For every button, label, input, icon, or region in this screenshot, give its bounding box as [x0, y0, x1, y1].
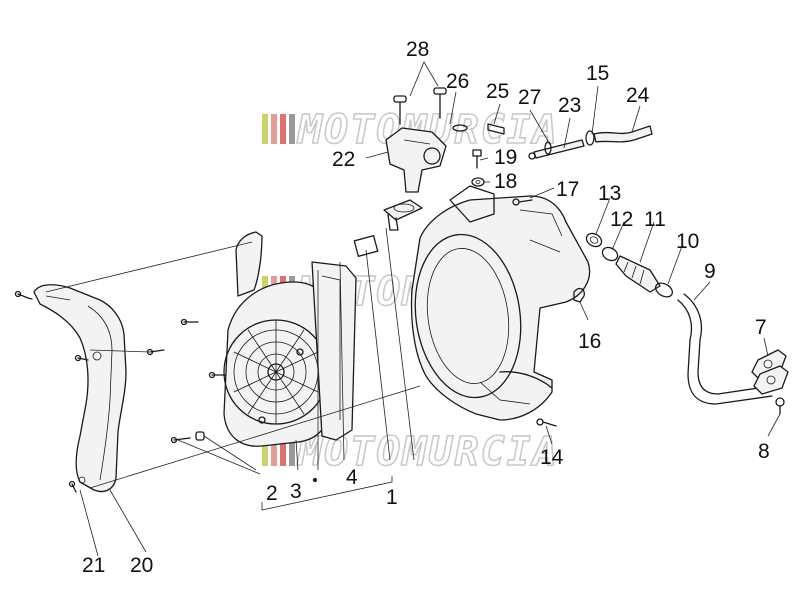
- callout-28: 28: [406, 38, 429, 61]
- callout-2: 2: [266, 482, 278, 505]
- callout-9: 9: [704, 260, 716, 283]
- callout-14: 14: [540, 446, 564, 469]
- callout-20: 20: [130, 554, 153, 577]
- part-8-screw: [775, 397, 785, 415]
- watermark-stripe: [280, 114, 286, 144]
- part-24-hose: [593, 125, 653, 143]
- part-10-clamp: [654, 282, 674, 298]
- callout-13: 13: [598, 182, 621, 205]
- callout-17: 17: [556, 178, 579, 201]
- part-12-clamp: [601, 246, 619, 262]
- part-11-hose: [615, 255, 661, 293]
- callout-25: 25: [486, 80, 509, 103]
- callout-7: 7: [755, 316, 767, 339]
- callout-10: 10: [676, 230, 699, 253]
- part-9-pipe: [677, 293, 773, 405]
- part-17-bolt: [512, 198, 533, 206]
- part-14-screw: [536, 418, 557, 427]
- part-20-side-cover: [33, 284, 127, 493]
- watermark-stripe: [280, 436, 286, 466]
- callout-27: 27: [518, 86, 541, 109]
- part-3-fan-cover: [223, 231, 333, 447]
- callout-26: 26: [446, 70, 469, 93]
- watermark-stripe: [271, 436, 277, 466]
- watermark-stripe: [262, 114, 268, 144]
- leader-lines: [45, 61, 781, 557]
- watermark-stripe: [289, 436, 295, 466]
- part-15-clamp: [585, 130, 595, 146]
- part-28-bolts: [393, 87, 447, 125]
- callout-labels: 1 2 3 4 7 8 9 10 11 12 13 14 15 16 17 18…: [82, 38, 770, 577]
- callout-21: 21: [82, 554, 105, 577]
- callout-4: 4: [346, 466, 358, 489]
- callout-19: 19: [494, 146, 517, 169]
- part-16-clip: [573, 287, 585, 303]
- callout-11: 11: [644, 208, 666, 231]
- gasket: [383, 199, 423, 231]
- callout-3: 3: [290, 480, 302, 503]
- part-25-fitting: [487, 123, 505, 135]
- part-18-washer: [471, 177, 485, 187]
- watermark-stripe: [262, 436, 268, 466]
- watermark-stripe: [271, 114, 277, 144]
- part-19-screw: [472, 149, 482, 169]
- dot-marker: [313, 478, 317, 482]
- part-27-clamp: [544, 141, 552, 155]
- part-21-screws: [14, 290, 89, 493]
- callout-16: 16: [578, 330, 601, 353]
- fan-cover-screws: [146, 318, 227, 444]
- callout-18: 18: [494, 170, 517, 193]
- watermark-stripe: [289, 114, 295, 144]
- callout-8: 8: [758, 440, 770, 463]
- callout-24: 24: [626, 84, 650, 107]
- part-22-thermostat-housing: [385, 127, 447, 193]
- callout-23: 23: [558, 94, 581, 117]
- part-7-flange: [751, 349, 789, 395]
- callout-22: 22: [332, 148, 355, 171]
- callout-15: 15: [586, 62, 609, 85]
- part-4-inner-cover: [311, 235, 379, 441]
- part-13-clamp: [585, 232, 603, 248]
- part-26-oring: [452, 124, 468, 132]
- callout-12: 12: [610, 208, 633, 231]
- part-1-housing: [410, 185, 591, 421]
- callout-1: 1: [386, 486, 398, 509]
